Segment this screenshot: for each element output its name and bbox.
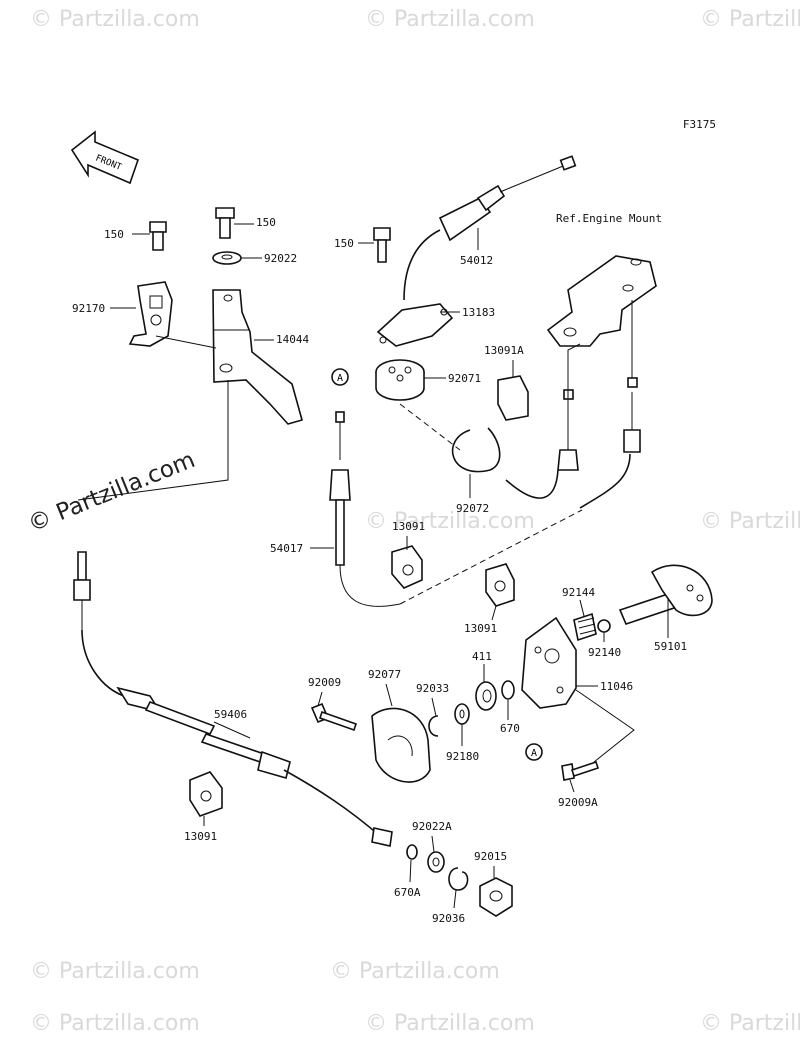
- watermark: © Partzilla.com: [365, 1011, 535, 1036]
- bracket-92170: [128, 281, 173, 347]
- cable-route-upper: [505, 377, 641, 509]
- part-label: 11046: [600, 680, 633, 693]
- leader-lines: [110, 223, 669, 909]
- plate-13183: [376, 303, 454, 347]
- part-label: 13091: [464, 622, 497, 635]
- watermark: © Partzilla.com: [700, 1011, 800, 1036]
- part-label: 54012: [460, 254, 493, 267]
- part-label: 92144: [562, 586, 595, 599]
- bolt-92009: [310, 702, 358, 732]
- part-label: 92071: [448, 372, 481, 385]
- watermark: © Partzilla.com: [365, 509, 535, 534]
- part-label: 92009A: [558, 796, 598, 809]
- block-13091a: [497, 375, 529, 421]
- part-label: 92036: [432, 912, 465, 925]
- ball-92140: [597, 619, 611, 633]
- watermark: © Partzilla.com: [330, 959, 500, 984]
- part-label: 54017: [270, 542, 303, 555]
- block-13091-b: [485, 563, 515, 607]
- part-label: 92022A: [412, 820, 452, 833]
- part-label: 92077: [368, 668, 401, 681]
- part-label: 92170: [72, 302, 105, 315]
- washer-92022: [212, 251, 242, 265]
- oring-670: [501, 680, 515, 700]
- cable-54017: [329, 411, 401, 607]
- part-label: 670A: [394, 886, 421, 899]
- part-label: 92015: [474, 850, 507, 863]
- part-label: 92072: [456, 502, 489, 515]
- bolt-150-top: [215, 207, 235, 239]
- clamp-92072: [451, 427, 501, 473]
- washer-411: [475, 681, 497, 711]
- cable-59406: [73, 551, 393, 847]
- front-arrow-icon: FRONT: [70, 130, 140, 185]
- part-label: 150: [256, 216, 276, 229]
- callout-a-bottom: A: [525, 743, 543, 761]
- part-label: 92022: [264, 252, 297, 265]
- watermark: © Partzilla.com: [700, 509, 800, 534]
- watermark: © Partzilla.com: [30, 1011, 200, 1036]
- part-label: 670: [500, 722, 520, 735]
- block-13091-c: [189, 771, 223, 817]
- watermark: © Partzilla.com: [700, 7, 800, 32]
- watermark: © Partzilla.com: [30, 7, 200, 32]
- shaft-59101: [618, 564, 713, 625]
- callout-a-text: A: [531, 748, 537, 759]
- callout-a-text: A: [337, 373, 343, 384]
- part-label: 92009: [308, 676, 341, 689]
- clip-92033: [428, 715, 439, 737]
- part-label: 59406: [214, 708, 247, 721]
- spring-92144: [573, 612, 597, 642]
- parts: [73, 155, 713, 917]
- washer-92022a: [427, 851, 445, 873]
- callout-a-top: A: [331, 368, 349, 386]
- watermarks: © Partzilla.com © Partzilla.com © Partzi…: [30, 7, 800, 1036]
- bracket-14044: [212, 289, 303, 425]
- plate-11046: [521, 616, 577, 709]
- block-13091-a: [391, 545, 423, 589]
- cable-54012: [403, 155, 577, 301]
- routing-lines: [77, 300, 635, 763]
- watermark: © Partzilla.com: [365, 7, 535, 32]
- part-label: 150: [104, 228, 124, 241]
- ref-label: Ref.Engine Mount: [556, 212, 662, 225]
- part-label: 13091: [184, 830, 217, 843]
- part-label: 92180: [446, 750, 479, 763]
- part-label: 13091A: [484, 344, 524, 357]
- figure-code: F3175: [683, 118, 716, 131]
- part-label: 150: [334, 237, 354, 250]
- part-label: 92033: [416, 682, 449, 695]
- part-label: 92140: [588, 646, 621, 659]
- washer-92180: [454, 703, 470, 725]
- lockwasher-92036: [448, 867, 469, 891]
- part-label: 411: [472, 650, 492, 663]
- bolt-150-mid: [373, 227, 391, 263]
- grommet-92071: [375, 359, 425, 401]
- knob-92077: [371, 707, 431, 783]
- engine-mount: [546, 255, 657, 347]
- bolt-92009a: [561, 760, 600, 781]
- part-labels: 150 150 92022 92170 14044 150 54012 1318…: [72, 216, 687, 925]
- part-label: 14044: [276, 333, 309, 346]
- watermark: © Partzilla.com: [30, 959, 200, 984]
- part-label: 59101: [654, 640, 687, 653]
- oring-670a: [406, 844, 418, 860]
- watermark-main: © Partzilla.com: [25, 447, 199, 538]
- part-label: 13183: [462, 306, 495, 319]
- part-label: 13091: [392, 520, 425, 533]
- nut-92015: [479, 877, 513, 917]
- bolt-150-left: [149, 221, 167, 251]
